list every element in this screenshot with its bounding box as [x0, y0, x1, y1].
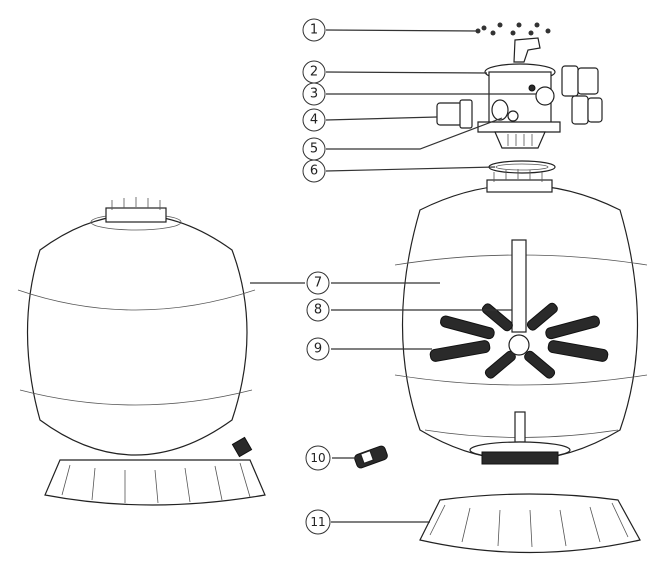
svg-text:11: 11: [310, 515, 325, 529]
callout-9: 9: [306, 337, 330, 361]
callout-leaders: [250, 29, 536, 523]
callout-11: 11: [305, 509, 331, 535]
callout-7: 7: [306, 271, 330, 295]
svg-text:1: 1: [310, 23, 318, 38]
right-union-bottom: [571, 95, 589, 125]
svg-text:9: 9: [314, 342, 322, 357]
right-tank-base: [419, 493, 641, 554]
svg-text:4: 4: [310, 113, 318, 128]
right-union-top: [561, 65, 579, 97]
multiport-valve-assembly: [436, 22, 603, 174]
o-ring: [488, 160, 556, 174]
callout-2: 2: [302, 60, 326, 84]
left-tank-base: [44, 459, 266, 506]
bottom-collector: [481, 451, 559, 465]
laterals: [429, 302, 609, 379]
svg-text:10: 10: [310, 451, 325, 465]
bolts: [475, 22, 551, 36]
svg-text:3: 3: [310, 87, 318, 102]
valve-flange: [477, 121, 561, 133]
svg-text:2: 2: [310, 65, 318, 80]
left-tank-body: [26, 214, 248, 456]
left-union: [436, 102, 463, 126]
svg-text:8: 8: [314, 303, 322, 318]
callout-6: 6: [302, 159, 326, 183]
exploded-filter-tank: [354, 169, 648, 554]
assembled-filter-tank: [17, 197, 266, 506]
callout-8: 8: [306, 298, 330, 322]
callout-5: 5: [302, 137, 326, 161]
central-pipe: [511, 239, 527, 333]
callout-3: 3: [302, 82, 326, 106]
svg-text:7: 7: [314, 276, 322, 291]
callout-4: 4: [302, 108, 326, 132]
left-drain-valve: [231, 436, 253, 458]
valve-handle: [513, 37, 541, 63]
svg-text:5: 5: [310, 142, 318, 157]
svg-text:6: 6: [310, 164, 318, 179]
lateral-hub: [508, 334, 530, 356]
drain-valve: [354, 445, 388, 469]
callout-1: 1: [302, 18, 326, 42]
callout-10: 10: [305, 445, 331, 471]
